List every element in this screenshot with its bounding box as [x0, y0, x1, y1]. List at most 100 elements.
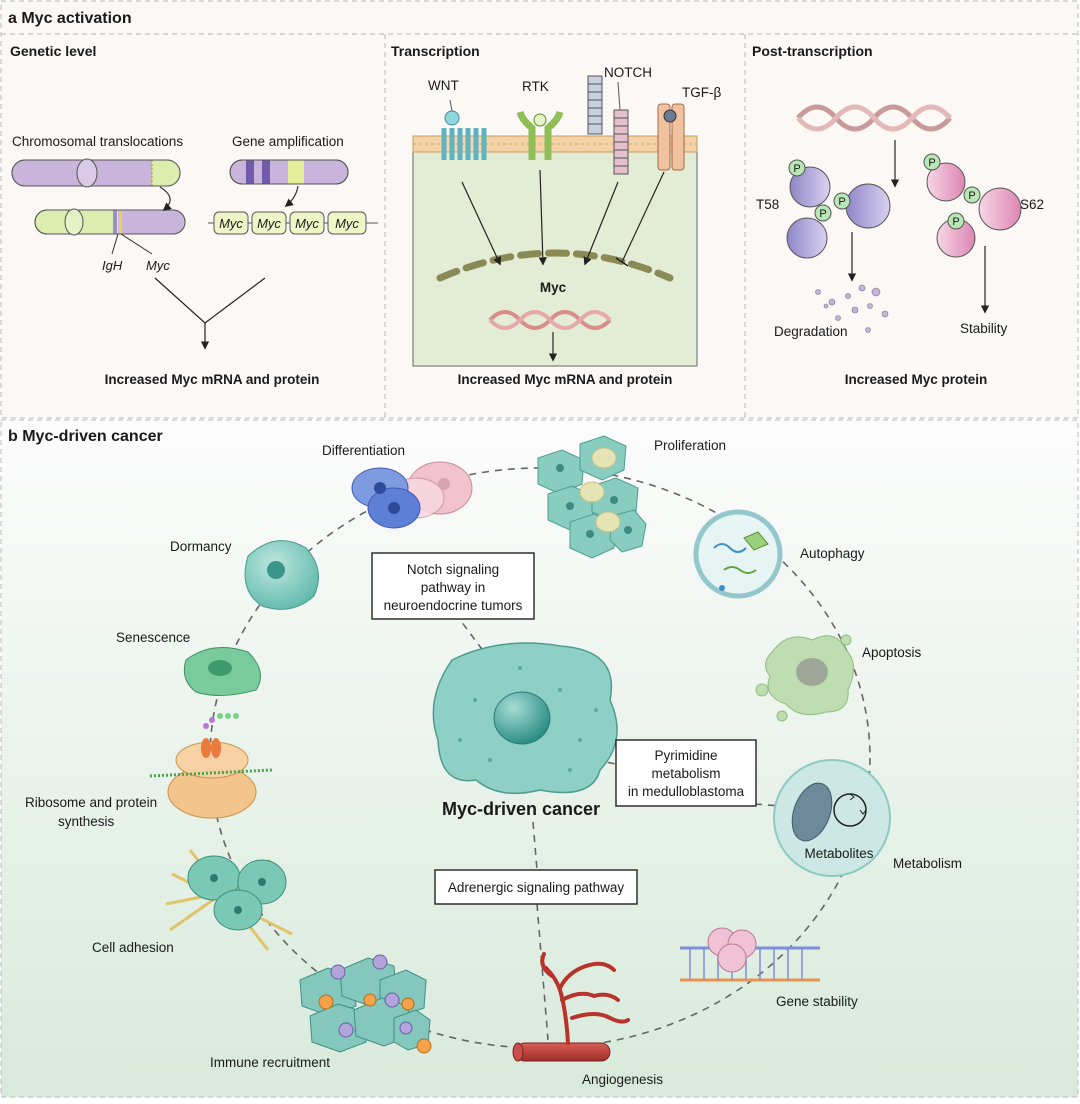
- myc-copy-box: [327, 211, 367, 235]
- transcription-heading: Transcription: [391, 43, 480, 59]
- angiogenesis-label: Angiogenesis: [582, 1072, 663, 1087]
- autophagy-label: Autophagy: [800, 546, 865, 561]
- senescence-label: Senescence: [116, 630, 190, 645]
- mrna-helix-icon: [488, 310, 612, 330]
- stability-label: Stability: [960, 321, 1008, 336]
- autophagy-vesicle-icon: [693, 509, 783, 599]
- amplified-chromosome-icon: [229, 159, 349, 185]
- immune-label: Immune recruitment: [210, 1055, 330, 1070]
- pyrimidine-box: Pyrimidine metabolism in medulloblastoma: [615, 739, 757, 807]
- metabolites-label: Metabolites: [804, 846, 873, 861]
- chromosome-1-icon: [11, 158, 181, 188]
- apoptosis-label: Apoptosis: [862, 645, 922, 660]
- panel-b-title: b Myc-driven cancer: [8, 428, 163, 445]
- phospho-label: P: [928, 157, 935, 169]
- pyr-box-line1: Pyrimidine: [654, 748, 717, 763]
- adrenergic-box-text: Adrenergic signaling pathway: [448, 880, 625, 895]
- rtk-receptor-icon: [516, 110, 564, 160]
- igh-label: IgH: [102, 258, 123, 273]
- cell-adhesion-icon: [165, 849, 293, 951]
- immune-recruitment-icon: [299, 954, 432, 1054]
- pyrimidine-connector-2: [754, 803, 781, 807]
- center-label: Myc-driven cancer: [442, 799, 600, 819]
- notch-pointer: [617, 81, 621, 111]
- angiogenesis-vessel-icon: [512, 952, 630, 1062]
- proliferation-label: Proliferation: [654, 438, 726, 453]
- wnt-arrow: [461, 181, 501, 266]
- phospho-label: P: [968, 190, 975, 202]
- degradation-fragments: [815, 284, 889, 333]
- notch-box-line1: Notch signaling: [407, 562, 499, 577]
- differentiation-cells-icon: [351, 461, 473, 529]
- rtk-label: RTK: [522, 79, 549, 94]
- nucleus-envelope: [436, 249, 674, 282]
- phospho-label: P: [838, 196, 845, 208]
- genetic-heading: Genetic level: [10, 43, 96, 59]
- myc-copy-box: [251, 211, 287, 235]
- amplification-arrow: [284, 185, 299, 208]
- metabolism-cell-icon: [773, 759, 891, 877]
- myc-copy-text: Myc: [295, 216, 319, 231]
- wnt-receptor-icon: [441, 99, 487, 160]
- myc-copy-text: Myc: [219, 216, 243, 231]
- myc-gene-label: Myc: [146, 258, 170, 273]
- nucleus-myc-label: Myc: [540, 280, 567, 295]
- dormancy-cell-icon: [244, 540, 319, 610]
- panel-b: b Myc-driven cancer Myc-driven cancer No…: [0, 419, 1079, 1098]
- genetic-level-section: Genetic level Chromosomal translocations…: [10, 43, 378, 387]
- senescence-cell-icon: [183, 647, 261, 696]
- notch-connector: [454, 612, 491, 661]
- dormancy-label: Dormancy: [170, 539, 232, 554]
- transcription-section: Transcription WNT RTK: [391, 43, 721, 387]
- myc-pointer: [120, 233, 153, 255]
- transcription-result: Increased Myc mRNA and protein: [458, 372, 673, 387]
- amplification-label: Gene amplification: [232, 134, 344, 149]
- notch-receptor-icon: [587, 75, 629, 175]
- tgfb-inhibit-line: [621, 171, 665, 263]
- pyr-box-line2: metabolism: [651, 766, 720, 781]
- tgfb-label: TGF-β: [682, 85, 721, 100]
- phospho-label: P: [819, 208, 826, 220]
- t58-label: T58: [756, 197, 779, 212]
- tgfb-inhibit-bar: [615, 257, 629, 267]
- adrenergic-connector-2: [536, 903, 549, 1041]
- adrenergic-box: Adrenergic signaling pathway: [434, 869, 638, 905]
- pyr-box-line3: in medulloblastoma: [628, 784, 745, 799]
- s62-label: S62: [1020, 197, 1044, 212]
- s62-phospho-protein-icon: [923, 153, 1022, 258]
- myc-copies: Myc Myc Myc Myc: [213, 211, 367, 235]
- dna-helix-icon: [796, 104, 952, 132]
- tgfb-receptor-icon: [657, 103, 685, 171]
- genetic-result: Increased Myc mRNA and protein: [105, 372, 320, 387]
- myc-driven-cancer-cell-icon: [432, 642, 618, 795]
- t58-phospho-protein-icon: [786, 159, 891, 259]
- myc-copy-text: Myc: [335, 216, 359, 231]
- differentiation-label: Differentiation: [322, 443, 405, 458]
- apoptosis-cell-icon: [755, 634, 854, 722]
- adrenergic-connector: [532, 821, 538, 871]
- degradation-label: Degradation: [774, 324, 848, 339]
- gene-stability-icon: [680, 927, 820, 982]
- myc-copy-text: Myc: [257, 216, 281, 231]
- notch-arrow: [583, 181, 619, 266]
- ribosome-label-line1: Ribosome and protein: [25, 795, 157, 810]
- ribosome-icon: [149, 713, 273, 819]
- ribosome-label-line2: synthesis: [58, 814, 115, 829]
- wnt-label: WNT: [428, 78, 459, 93]
- post-result: Increased Myc protein: [845, 372, 988, 387]
- myc-copy-box: [289, 211, 325, 235]
- igh-pointer: [111, 233, 119, 255]
- chromosome-2-icon: [34, 208, 186, 236]
- gene-stability-label: Gene stability: [776, 994, 858, 1009]
- post-transcription-section: Post-transcription P P P T58: [752, 43, 1044, 387]
- post-heading: Post-transcription: [752, 43, 873, 59]
- translocation-arrow: [159, 186, 172, 212]
- panel-a-title: a Myc activation: [8, 10, 132, 27]
- translocation-label: Chromosomal translocations: [12, 134, 183, 149]
- cell-box: [412, 149, 698, 367]
- proliferation-cells-icon: [537, 435, 647, 559]
- cell-adhesion-label: Cell adhesion: [92, 940, 174, 955]
- metabolism-label: Metabolism: [893, 856, 962, 871]
